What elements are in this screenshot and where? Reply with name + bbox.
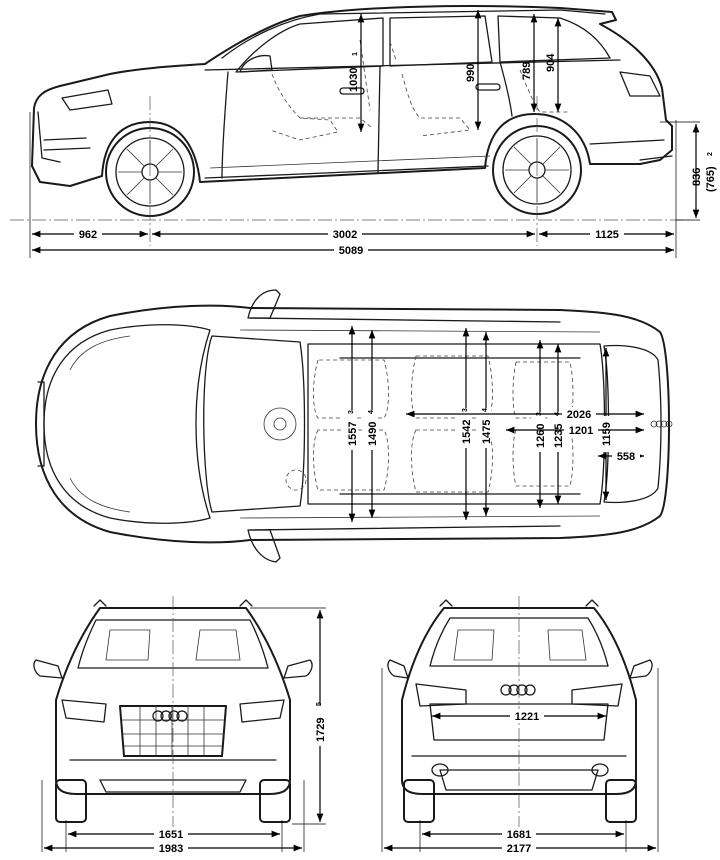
- dim-cargo-length-min: 558: [617, 451, 635, 463]
- front-mirror-right: [283, 659, 313, 679]
- top-body-outline: [35, 304, 670, 544]
- side-mirror: [239, 54, 273, 73]
- top-windscreen: [203, 335, 306, 513]
- dim-shoulder-front-note: 3: [348, 410, 355, 414]
- front-headlight-right: [239, 699, 285, 723]
- rear-wheel-left: [403, 779, 435, 823]
- rear-window: [429, 617, 609, 667]
- dim-headroom-front: 1030: [348, 68, 360, 92]
- side-view: 962 3002 1125 5089 1030 1 990 789 904 83…: [10, 5, 717, 258]
- dim-overall-length: 5089: [339, 245, 363, 257]
- dim-elbow-rear: 1475: [481, 420, 493, 444]
- dim-track-front: 1651: [159, 829, 183, 841]
- rear-logo: [500, 684, 536, 696]
- dim-cargo-length-max: 2026: [567, 409, 591, 421]
- dim-height: 1729: [315, 718, 327, 742]
- top-mirror-left: [247, 289, 281, 319]
- dim-headroom-front-note: 1: [352, 52, 359, 56]
- dim-cargo-length: 1201: [569, 425, 593, 437]
- top-rear-logo: [650, 420, 673, 428]
- front-grille: [119, 705, 227, 757]
- dim-cargo-height: 789: [521, 62, 533, 80]
- dim-width: 1983: [159, 843, 183, 855]
- dim-elbow-front-note: 4: [368, 410, 375, 414]
- dim-loading-height: 836: [691, 168, 703, 186]
- dim-shoulder-rear: 1542: [461, 420, 473, 444]
- side-window-rear: [389, 15, 493, 67]
- front-wheel-left: [55, 779, 87, 823]
- rear-mirror-left: [387, 659, 409, 679]
- front-wheel-right: [259, 779, 291, 823]
- side-taillight: [619, 71, 661, 97]
- front-logo: [152, 710, 188, 722]
- dim-elbow-third: 1235: [553, 424, 565, 448]
- front-mirror-left: [33, 659, 63, 679]
- front-headlight-left: [61, 699, 107, 723]
- dim-width-mirrors: 2177: [507, 843, 531, 855]
- rear-mirror-right: [629, 659, 653, 679]
- side-body-outline: [31, 5, 673, 187]
- side-window-front: [235, 17, 384, 73]
- dim-shoulder-front: 1557: [347, 422, 359, 446]
- side-headlight: [61, 89, 113, 111]
- rear-wheel-right: [605, 779, 637, 823]
- rear-view: 1221 1681 2177: [381, 596, 659, 855]
- dim-elbow-rear-note: 4: [482, 408, 489, 412]
- dim-headroom-rear: 990: [465, 64, 477, 82]
- rear-taillight-right: [571, 683, 623, 707]
- dim-cargo-opening: 1221: [515, 711, 539, 723]
- dim-loading-height-note: 2: [707, 152, 714, 156]
- front-windshield: [77, 619, 269, 669]
- dim-rear-overhang: 1125: [595, 229, 619, 241]
- dim-shoulder-third: 1260: [535, 424, 547, 448]
- front-view: 1651 1983 1729 5: [33, 596, 327, 855]
- dim-cargo-height-2: 904: [545, 53, 557, 72]
- dim-shoulder-rear-note: 3: [462, 408, 469, 412]
- dim-height-note: 5: [316, 702, 323, 706]
- rear-body-outline: [401, 607, 637, 795]
- dim-elbow-front: 1490: [367, 422, 379, 446]
- dim-loading-height-alt: (765): [705, 166, 717, 192]
- rear-taillight-left: [415, 683, 467, 707]
- top-mirror-right: [247, 529, 281, 563]
- dim-track-rear: 1681: [507, 829, 531, 841]
- dim-front-overhang: 962: [79, 229, 97, 241]
- top-view: 1557 3 1490 4 1542 3 1475 4 1260 3 1235 …: [35, 289, 673, 563]
- front-body-outline: [55, 607, 291, 795]
- dim-wheelbase: 3002: [333, 229, 357, 241]
- side-window-quarter: [497, 15, 611, 63]
- dim-cargo-width: 1159: [601, 422, 613, 446]
